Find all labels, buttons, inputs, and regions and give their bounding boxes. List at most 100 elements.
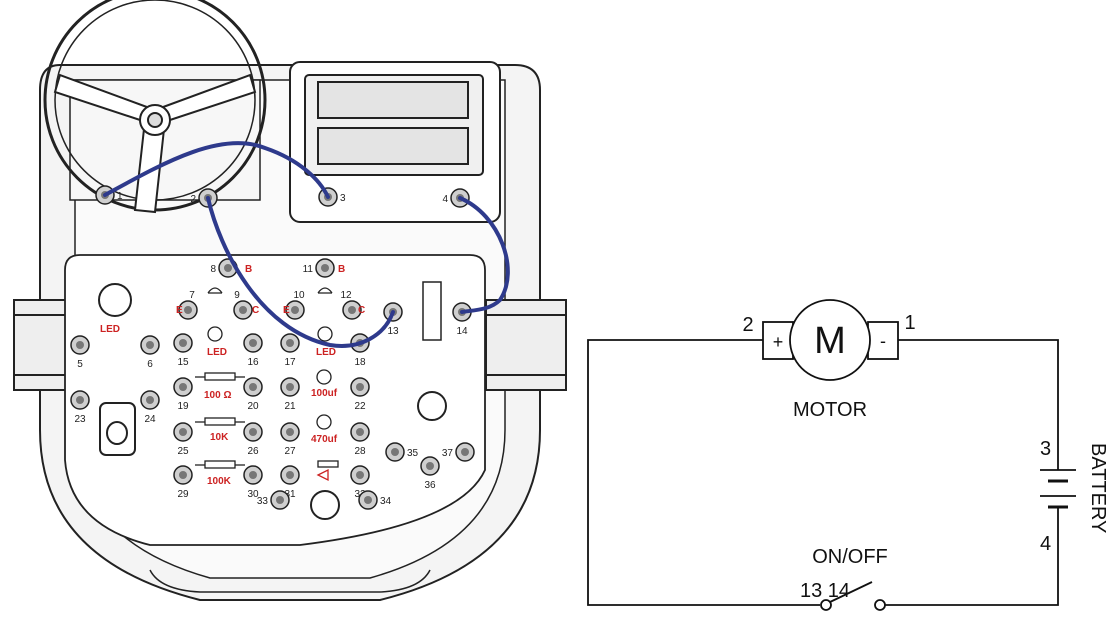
terminal-28-spring	[356, 428, 364, 436]
switch-contact-right	[874, 599, 886, 611]
terminal-8-label: 8	[210, 264, 216, 275]
terminal-35-label: 35	[407, 448, 419, 459]
terminal-20-label: 20	[247, 401, 259, 412]
led-2-icon	[317, 326, 333, 342]
jumper-wires	[103, 141, 510, 348]
motor-label: MOTOR	[793, 399, 867, 421]
terminal-7-spring	[184, 306, 192, 314]
terminal-36-spring	[426, 462, 434, 470]
terminal-7-label: 7	[189, 290, 195, 301]
battery-pin-3-label: 3	[1040, 438, 1051, 460]
led-1-icon	[207, 326, 223, 342]
terminal-30-spring	[249, 471, 257, 479]
emitter-mark-2: E	[283, 305, 290, 316]
wire-2-13	[206, 196, 395, 348]
terminal-29-label: 29	[177, 489, 189, 500]
terminal-10-spring	[291, 306, 299, 314]
transistor-2-icon	[317, 287, 333, 294]
wire-1-3	[103, 141, 330, 199]
terminal-29-spring	[179, 471, 187, 479]
terminal-26-label: 26	[247, 446, 259, 457]
capacitor-470-mark: 470uf	[311, 434, 338, 445]
terminal-21-spring	[286, 383, 294, 391]
schematic-labels: M + - 2 1 MOTOR 3 4 BATTERY ON/OFF 13 14	[742, 312, 1109, 602]
kit-board	[13, 0, 567, 601]
switch-lever	[829, 581, 873, 603]
terminal-18-label: 18	[354, 357, 366, 368]
wire-right	[898, 339, 1059, 470]
terminal-13-label: 13	[387, 326, 399, 337]
terminal-11-spring	[321, 264, 329, 272]
motor-icon	[789, 299, 871, 381]
capacitor-100-mark: 100uf	[311, 388, 338, 399]
terminal-17-label: 17	[284, 357, 296, 368]
terminal-23-spring	[76, 396, 84, 404]
wire-bottom-right	[882, 515, 1059, 606]
terminal-30-label: 30	[247, 489, 259, 500]
led-mark-1: LED	[100, 324, 120, 335]
terminal-26-spring	[249, 428, 257, 436]
terminal-28-label: 28	[354, 446, 366, 457]
terminal-31-label: 31	[284, 489, 296, 500]
terminal-27-label: 27	[284, 446, 296, 457]
switch-label: ON/OFF	[812, 546, 888, 568]
motor-plus-box	[762, 321, 794, 360]
terminal-15-spring	[179, 339, 187, 347]
motor-pin-2-label: 2	[742, 314, 753, 336]
led-mark-3: LED	[316, 347, 336, 358]
motor-plus-sign: +	[773, 332, 784, 352]
terminal-25-spring	[179, 428, 187, 436]
terminal-22-spring	[356, 383, 364, 391]
terminal-19-spring	[179, 383, 187, 391]
terminal-9-spring	[239, 306, 247, 314]
terminal-25-label: 25	[177, 446, 189, 457]
terminal-23-label: 23	[74, 414, 86, 425]
terminal-12-label: 12	[340, 290, 352, 301]
battery-pin-4-label: 4	[1040, 533, 1051, 555]
board-components	[195, 287, 339, 482]
resistor-100-mark: 100 Ω	[204, 390, 231, 401]
terminal-33-spring	[276, 496, 284, 504]
wire-left	[587, 339, 820, 606]
terminal-20-spring	[249, 383, 257, 391]
terminal-4-label: 4	[442, 194, 448, 205]
led-mark-2: LED	[207, 347, 227, 358]
terminal-34-label: 34	[380, 496, 392, 507]
terminal-16-label: 16	[247, 357, 259, 368]
terminal-19-label: 19	[177, 401, 189, 412]
schematic	[587, 299, 1076, 611]
terminal-37-label: 37	[442, 448, 454, 459]
terminal-1-label: 1	[117, 191, 123, 202]
terminal-5-spring	[76, 341, 84, 349]
terminal-17-spring	[286, 339, 294, 347]
terminal-3-label: 3	[340, 193, 346, 204]
board-markings: B B E C E C LED LED LED 100 Ω 10K 100K 1…	[100, 264, 365, 487]
terminal-24-label: 24	[144, 414, 156, 425]
collector-mark-2: C	[358, 305, 365, 316]
terminal-5-label: 5	[77, 359, 83, 370]
base-mark-2: B	[338, 264, 345, 275]
resistor-10k-mark: 10K	[210, 432, 229, 443]
terminal-16-spring	[249, 339, 257, 347]
terminal-34-spring	[364, 496, 372, 504]
terminal-22-label: 22	[354, 401, 366, 412]
collector-mark-1: C	[252, 305, 259, 316]
capacitor-100-icon	[316, 369, 332, 385]
terminal-24-spring	[146, 396, 154, 404]
capacitor-470-icon	[316, 414, 332, 430]
terminal-21-label: 21	[284, 401, 296, 412]
diode-icon	[317, 460, 339, 468]
terminal-12-spring	[348, 306, 356, 314]
terminal-6-spring	[146, 341, 154, 349]
resistor-100k-mark: 100K	[207, 476, 232, 487]
terminal-15-label: 15	[177, 357, 189, 368]
transistor-1-icon	[207, 287, 223, 294]
motor-pin-1-label: 1	[904, 312, 915, 334]
terminal-2-label: 2	[190, 194, 196, 205]
terminal-37-spring	[461, 448, 469, 456]
base-mark-1: B	[245, 264, 252, 275]
motor-minus-box	[867, 321, 899, 360]
terminal-32-spring	[356, 471, 364, 479]
terminal-27-spring	[286, 428, 294, 436]
